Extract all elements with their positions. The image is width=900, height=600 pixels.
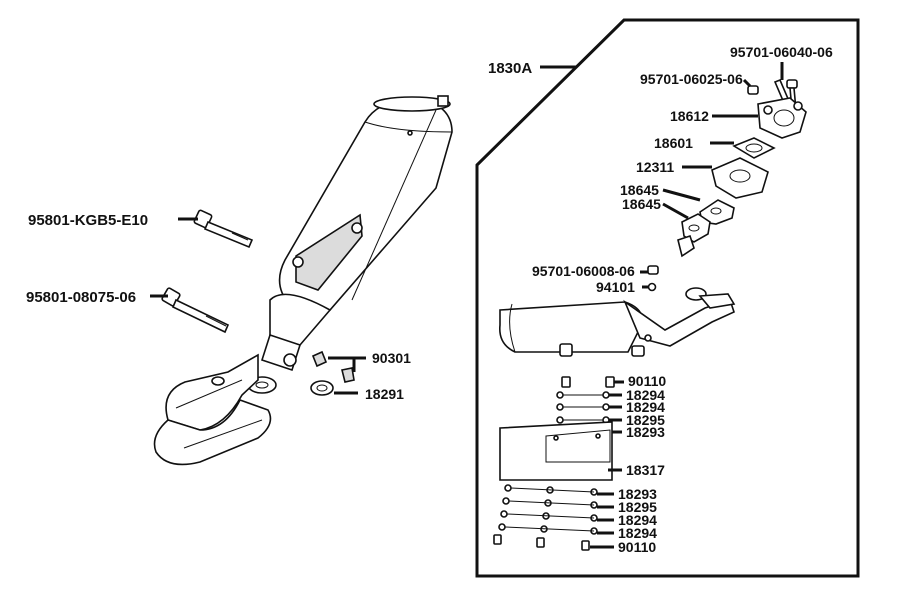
label-p20: 18293 bbox=[618, 486, 657, 502]
label-p22: 18294 bbox=[618, 512, 657, 528]
bolt-95801-08075-06 bbox=[161, 287, 230, 334]
bolt-95801-KGB5-E10 bbox=[193, 209, 254, 249]
label-p13: 94101 bbox=[596, 279, 635, 295]
label-p6: 95701-06025-06 bbox=[640, 71, 743, 87]
heat-shield-18317 bbox=[499, 421, 622, 481]
kit-muffler bbox=[498, 287, 736, 357]
label-group: 1830A bbox=[488, 60, 532, 77]
label-p21: 18295 bbox=[618, 499, 657, 515]
label-p1: 95801-KGB5-E10 bbox=[28, 212, 148, 229]
clip-90301 bbox=[311, 350, 355, 383]
label-p14: 90110 bbox=[628, 373, 666, 389]
gasket-18291 bbox=[310, 380, 334, 396]
label-p12: 95701-06008-06 bbox=[532, 263, 635, 279]
label-p24: 90110 bbox=[618, 539, 656, 555]
label-p3: 90301 bbox=[372, 350, 411, 366]
label-p18: 18293 bbox=[626, 424, 665, 440]
label-p4: 18291 bbox=[365, 386, 404, 402]
cover-12311 bbox=[711, 157, 769, 199]
label-p11: 18645 bbox=[622, 196, 661, 212]
flange-18612 bbox=[757, 97, 807, 139]
part-labels: 95801-KGB5-E10 95801-08075-06 90301 1829… bbox=[26, 44, 833, 555]
label-p7: 18612 bbox=[670, 108, 709, 124]
label-p16: 18294 bbox=[626, 399, 665, 415]
label-p10: 18645 bbox=[620, 182, 659, 198]
label-p17: 18295 bbox=[626, 412, 665, 428]
leader-lines-left bbox=[150, 217, 366, 395]
label-p23: 18294 bbox=[618, 525, 657, 541]
kit-border bbox=[475, 18, 860, 578]
gaskets-18645 bbox=[677, 199, 735, 258]
nut-94101 bbox=[642, 282, 657, 292]
label-p8: 18601 bbox=[654, 135, 693, 151]
leader-lines-top-right bbox=[662, 62, 784, 220]
muffler-assembly bbox=[153, 95, 453, 466]
label-p9: 12311 bbox=[636, 159, 674, 175]
label-p2: 95801-08075-06 bbox=[26, 289, 136, 306]
bolt-95701-06008-06 bbox=[640, 265, 659, 275]
label-p5: 95701-06040-06 bbox=[730, 44, 833, 60]
hardware-rows-lower bbox=[493, 484, 614, 551]
label-p19: 18317 bbox=[626, 462, 665, 478]
label-p15: 18294 bbox=[626, 387, 665, 403]
gasket-18601 bbox=[732, 137, 776, 159]
